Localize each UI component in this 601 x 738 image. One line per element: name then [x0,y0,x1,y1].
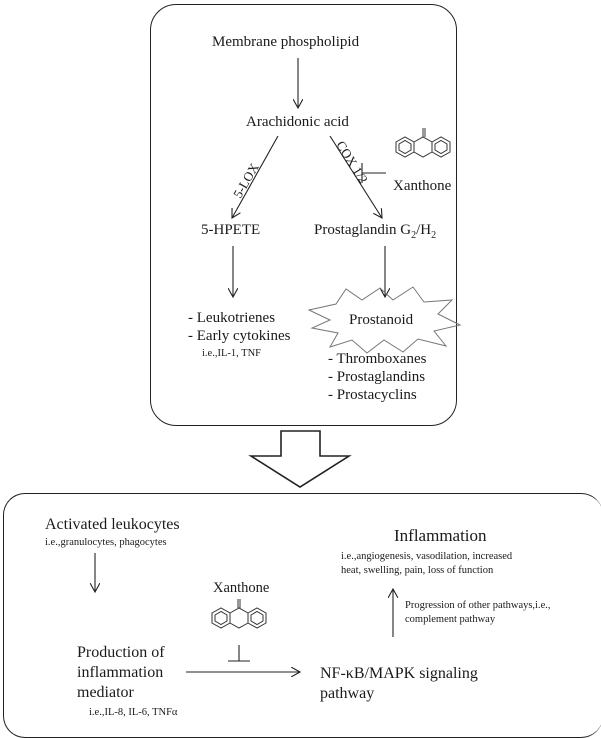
mediator-examples: i.e.,IL-8, IL-6, TNFα [89,707,178,718]
arachidonic-acid: Arachidonic acid [246,114,349,130]
membrane-phospholipid: Membrane phospholipid [212,34,360,50]
prostanoid-label: Prostanoid [349,312,414,328]
progression-note: Progression of other pathways,i.e., comp… [405,599,551,627]
leukotriene-list: - Leukotrienes - Early cytokines [188,309,290,345]
nfkb-mapk-pathway: NF-κB/MAPK signaling pathway [320,664,478,704]
lower-pathway-box [3,493,601,738]
prostaglandin-g2-h2: Prostaglandin G2/H2 [314,222,436,241]
prostaglandin-subscript-2: 2 [431,230,437,241]
inflammation-examples-line: heat, swelling, pain, loss of function [341,565,494,576]
nfkb-line: pathway [320,685,375,702]
production-of-mediator: Production of inflammation mediator [77,643,165,703]
activated-leukocytes-examples: i.e.,granulocytes, phagocytes [45,537,167,548]
cytokine-examples: i.e.,IL-1, TNF [202,348,262,359]
progression-note-line: Progression of other pathways,i.e., [405,600,551,611]
prostaglandin-slash: /H [416,222,432,238]
production-line: Production of [77,644,165,661]
inflammation-examples: i.e.,angiogenesis, vasodilation, increas… [341,550,512,578]
xanthone-bottom-label: Xanthone [213,580,270,596]
early-cytokines: - Early cytokines [188,328,291,344]
big-down-arrow [248,430,352,488]
prostanoid-item: - Prostacyclins [328,387,417,403]
production-line: inflammation [77,664,164,681]
nfkb-line: NF-κB/MAPK signaling [320,665,478,682]
progression-note-line: complement pathway [405,614,496,625]
prostanoid-item: - Thromboxanes [328,351,427,367]
prostaglandin-subscript-1: 2 [411,230,417,241]
5-hpete: 5-HPETE [201,222,261,238]
production-line: mediator [77,684,134,701]
prostaglandin-text: Prostaglandin G [314,222,412,238]
prostanoid-list: - Thromboxanes - Prostaglandins - Prosta… [328,350,426,404]
xanthone-top-label: Xanthone [393,178,452,194]
upper-pathway-box [150,4,457,426]
inflammation-title: Inflammation [394,526,487,545]
activated-leukocytes: Activated leukocytes [45,516,180,533]
inflammation-examples-line: i.e.,angiogenesis, vasodilation, increas… [341,551,513,562]
leukotrienes: - Leukotrienes [188,310,276,326]
prostanoid-item: - Prostaglandins [328,369,426,385]
